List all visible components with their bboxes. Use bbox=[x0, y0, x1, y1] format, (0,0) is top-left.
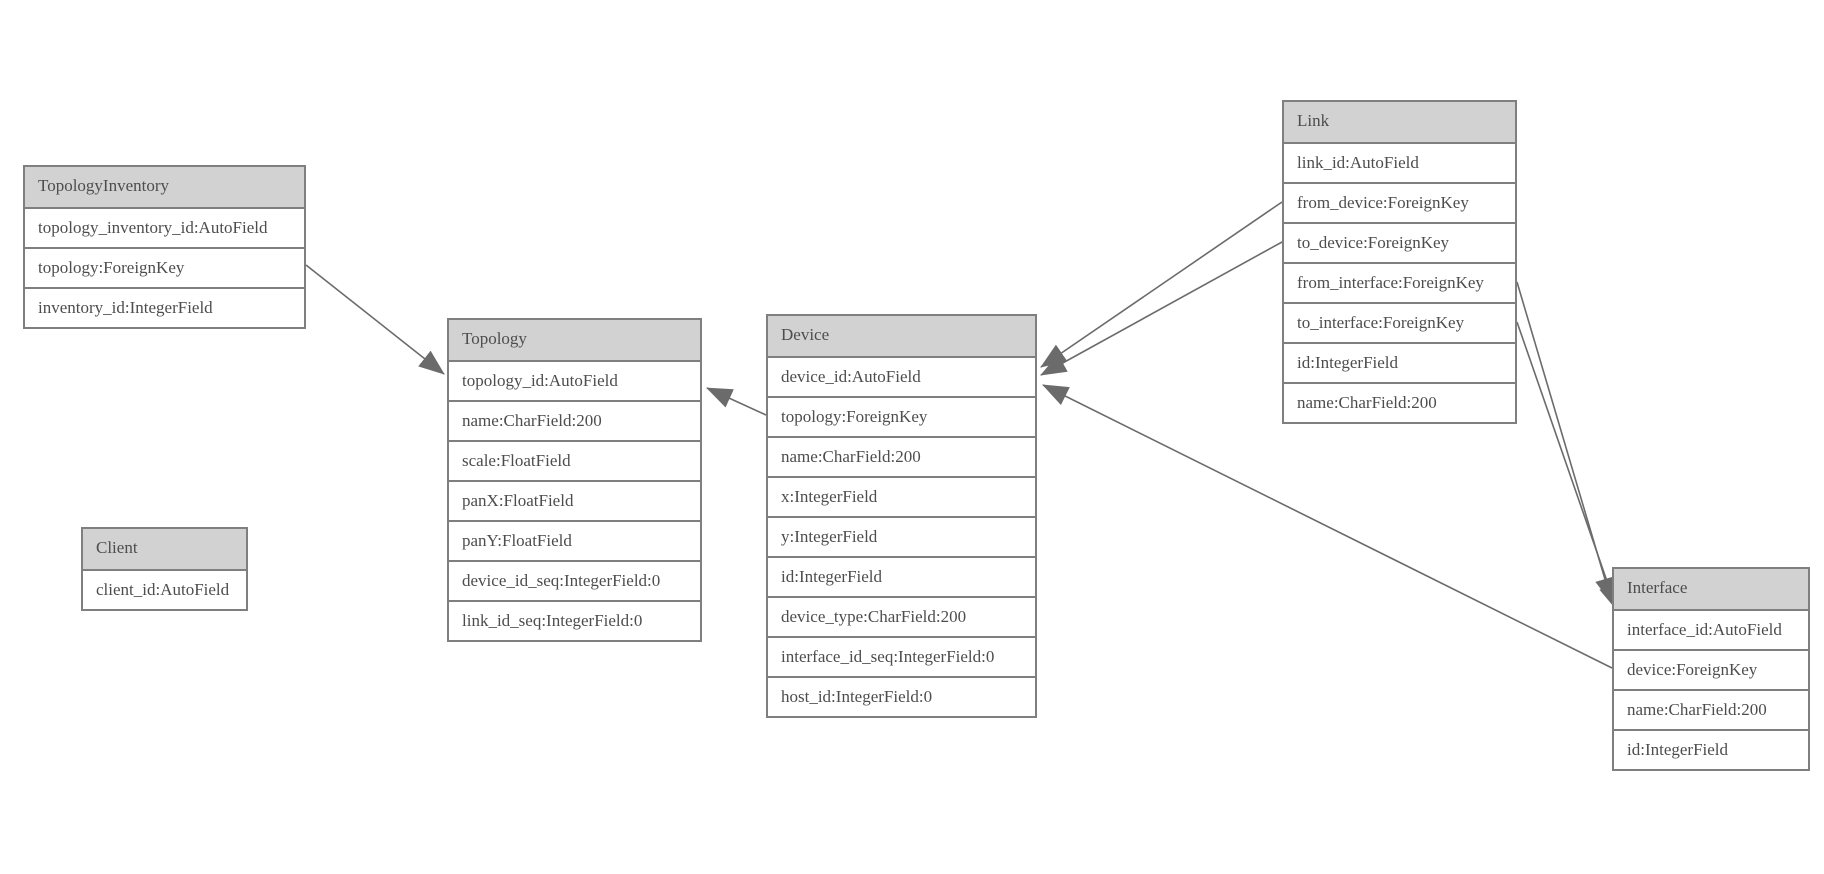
entity-field-row: from_interface:ForeignKey bbox=[1284, 262, 1515, 302]
entity-field-row: name:CharField:200 bbox=[1614, 689, 1808, 729]
entity-title: Link bbox=[1284, 102, 1515, 142]
entity-field-row: interface_id_seq:IntegerField:0 bbox=[768, 636, 1035, 676]
entity-field-row: topology_id:AutoField bbox=[449, 360, 700, 400]
relation-line-link-from-device-to-device bbox=[1040, 201, 1283, 368]
entity-field-row: to_device:ForeignKey bbox=[1284, 222, 1515, 262]
relation-line-link-to-device-to-device bbox=[1040, 241, 1283, 376]
entity-field-row: link_id:AutoField bbox=[1284, 142, 1515, 182]
entity-field-row: device_id:AutoField bbox=[768, 356, 1035, 396]
entity-field-row: topology_inventory_id:AutoField bbox=[25, 207, 304, 247]
entity-title: Client bbox=[83, 529, 246, 569]
entity-field-row: topology:ForeignKey bbox=[25, 247, 304, 287]
entity-field-row: id:IntegerField bbox=[768, 556, 1035, 596]
entity-field-row: name:CharField:200 bbox=[1284, 382, 1515, 422]
relation-line-topologyinventory-topology-to-topology bbox=[305, 264, 445, 375]
relation-line-device-topology-to-topology bbox=[706, 387, 767, 416]
entity-field-row: id:IntegerField bbox=[1284, 342, 1515, 382]
entity-title: Interface bbox=[1614, 569, 1808, 609]
entity-field-row: id:IntegerField bbox=[1614, 729, 1808, 769]
entity-field-row: panX:FloatField bbox=[449, 480, 700, 520]
relation-line-link-to-interface-to-interface bbox=[1516, 321, 1619, 611]
entity-title: Topology bbox=[449, 320, 700, 360]
entity-field-row: name:CharField:200 bbox=[768, 436, 1035, 476]
entity-field-row: inventory_id:IntegerField bbox=[25, 287, 304, 327]
entity-field-row: name:CharField:200 bbox=[449, 400, 700, 440]
entity-title: Device bbox=[768, 316, 1035, 356]
entity-field-row: panY:FloatField bbox=[449, 520, 700, 560]
relation-line-interface-device-to-device bbox=[1042, 384, 1613, 669]
entity-field-row: scale:FloatField bbox=[449, 440, 700, 480]
entity-field-row: link_id_seq:IntegerField:0 bbox=[449, 600, 700, 640]
entity-title: TopologyInventory bbox=[25, 167, 304, 207]
entity-field-row: to_interface:ForeignKey bbox=[1284, 302, 1515, 342]
entity-field-row: topology:ForeignKey bbox=[768, 396, 1035, 436]
entity-field-row: interface_id:AutoField bbox=[1614, 609, 1808, 649]
entity-field-row: y:IntegerField bbox=[768, 516, 1035, 556]
entity-field-row: device_id_seq:IntegerField:0 bbox=[449, 560, 700, 600]
entity-field-row: host_id:IntegerField:0 bbox=[768, 676, 1035, 716]
entity-field-row: x:IntegerField bbox=[768, 476, 1035, 516]
entity-field-row: from_device:ForeignKey bbox=[1284, 182, 1515, 222]
entity-field-row: client_id:AutoField bbox=[83, 569, 246, 609]
entity-field-row: device_type:CharField:200 bbox=[768, 596, 1035, 636]
entity-field-row: device:ForeignKey bbox=[1614, 649, 1808, 689]
